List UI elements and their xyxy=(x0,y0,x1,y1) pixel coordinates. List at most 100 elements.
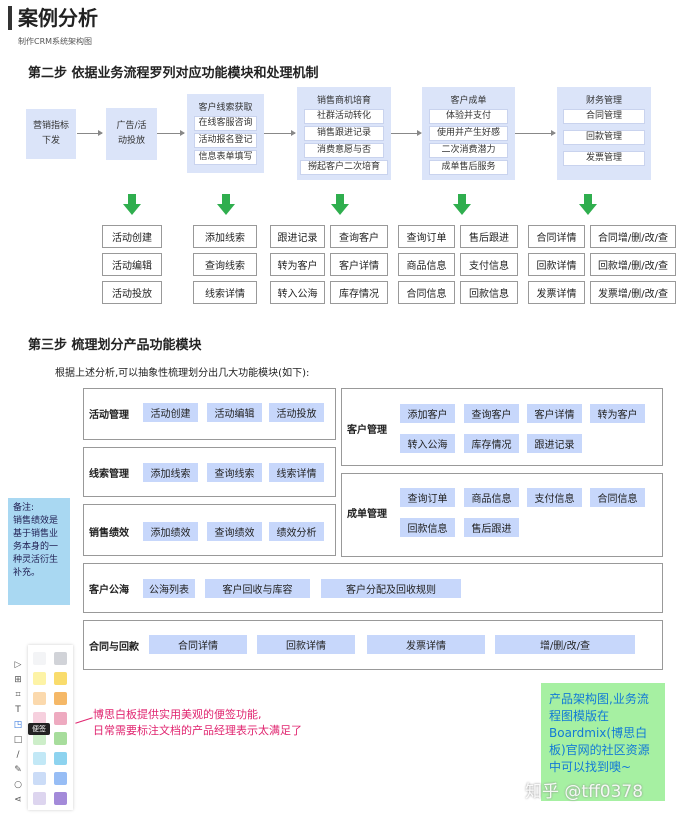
function-button[interactable]: 查询订单 xyxy=(398,225,455,248)
sticky-note[interactable]: 备注: 销售绩效是基于销售业务本身的一种灵活衍生补充。 xyxy=(8,498,70,605)
crop-icon[interactable]: ⌗ xyxy=(15,690,21,700)
color-swatch[interactable] xyxy=(54,732,67,745)
module-chip[interactable]: 转为客户 xyxy=(590,404,645,423)
color-swatch[interactable] xyxy=(33,772,46,785)
down-arrow-icon xyxy=(123,194,141,215)
page-title: 案例分析 xyxy=(8,6,98,30)
module-chip[interactable]: 添加客户 xyxy=(400,404,455,423)
color-swatch[interactable] xyxy=(33,752,46,765)
module-chip[interactable]: 增/删/改/查 xyxy=(495,635,635,654)
module-chip[interactable]: 客户详情 xyxy=(527,404,582,423)
green-note[interactable]: 产品架构图,业务流程图模版在Boardmix(博思白板)官网的社区资源中可以找到… xyxy=(541,683,665,801)
annotation-text: 博思白板提供实用美观的便签功能, 日常需要标注文档的产品经理表示太满足了 xyxy=(93,707,302,739)
module-chip[interactable]: 客户分配及回收规则 xyxy=(321,579,461,598)
module-chip[interactable]: 合同信息 xyxy=(590,488,645,507)
function-button[interactable]: 库存情况 xyxy=(330,281,388,304)
module-chip[interactable]: 转入公海 xyxy=(400,434,455,453)
function-button[interactable]: 合同详情 xyxy=(528,225,585,248)
color-swatch[interactable] xyxy=(54,652,67,665)
module-chip[interactable]: 商品信息 xyxy=(464,488,519,507)
color-swatch[interactable] xyxy=(33,732,46,745)
share-icon[interactable]: ⋖ xyxy=(14,795,22,805)
function-button[interactable]: 查询线索 xyxy=(193,253,257,276)
function-button[interactable]: 售后跟进 xyxy=(460,225,518,248)
color-swatch[interactable] xyxy=(33,672,46,685)
module-chip[interactable]: 绩效分析 xyxy=(269,522,324,541)
function-button[interactable]: 合同信息 xyxy=(398,281,455,304)
color-swatch[interactable] xyxy=(33,792,46,805)
function-button[interactable]: 查询客户 xyxy=(330,225,388,248)
function-button[interactable]: 发票增/删/改/查 xyxy=(590,281,676,304)
module-chip[interactable]: 跟进记录 xyxy=(527,434,582,453)
color-swatch[interactable] xyxy=(54,752,67,765)
function-button[interactable]: 添加线索 xyxy=(193,225,257,248)
function-button[interactable]: 活动编辑 xyxy=(102,253,162,276)
function-button[interactable]: 发票详情 xyxy=(528,281,585,304)
function-button[interactable]: 转入公海 xyxy=(270,281,325,304)
select-icon[interactable]: ▷ xyxy=(14,660,22,670)
module-chip[interactable]: 线索详情 xyxy=(269,463,324,482)
function-button[interactable]: 客户详情 xyxy=(330,253,388,276)
watermark: 知乎 @tff0378 xyxy=(525,782,644,802)
flow-ad: 广告/活动投放 xyxy=(106,108,157,160)
function-button[interactable]: 回款详情 xyxy=(528,253,585,276)
text-icon[interactable]: T xyxy=(15,705,21,715)
line-icon[interactable]: / xyxy=(16,750,20,760)
flow-item: 活动报名登记 xyxy=(194,133,257,148)
color-swatch[interactable] xyxy=(54,792,67,805)
color-swatch[interactable] xyxy=(33,692,46,705)
module-chip[interactable]: 活动编辑 xyxy=(207,403,262,422)
flow-item: 成单售后服务 xyxy=(429,160,508,175)
function-button[interactable]: 合同增/删/改/查 xyxy=(590,225,676,248)
module-chip[interactable]: 支付信息 xyxy=(527,488,582,507)
flow-marketing: 营销指标下发 xyxy=(26,109,76,159)
down-arrow-icon xyxy=(331,194,349,215)
module-chip[interactable]: 合同详情 xyxy=(149,635,247,654)
down-arrow-icon xyxy=(453,194,471,215)
function-button[interactable]: 转为客户 xyxy=(270,253,325,276)
flow-item: 回款管理 xyxy=(563,130,645,145)
flow-item: 社群活动转化 xyxy=(304,109,384,124)
module-chip[interactable]: 库存情况 xyxy=(464,434,519,453)
function-button[interactable]: 线索详情 xyxy=(193,281,257,304)
module-chip[interactable]: 活动创建 xyxy=(143,403,198,422)
color-swatch[interactable] xyxy=(33,712,46,725)
pen-icon[interactable]: ✎ xyxy=(14,765,22,775)
function-button[interactable]: 活动创建 xyxy=(102,225,162,248)
rect-icon[interactable]: □ xyxy=(13,735,23,745)
module-chip[interactable]: 活动投放 xyxy=(269,403,324,422)
module-chip[interactable]: 添加绩效 xyxy=(143,522,198,541)
color-swatch[interactable] xyxy=(54,672,67,685)
function-button[interactable]: 商品信息 xyxy=(398,253,455,276)
module-chip[interactable]: 客户回收与库容 xyxy=(205,579,310,598)
module-chip[interactable]: 公海列表 xyxy=(143,579,195,598)
flow-deal: 客户成单 体验并支付 使用并产生好感 二次消费潜力 成单售后服务 xyxy=(422,87,515,180)
color-swatch[interactable] xyxy=(54,692,67,705)
module-chip[interactable]: 回款信息 xyxy=(400,518,455,537)
module-chip[interactable]: 回款详情 xyxy=(257,635,355,654)
function-button[interactable]: 回款增/删/改/查 xyxy=(590,253,676,276)
module-chip[interactable]: 查询客户 xyxy=(464,404,519,423)
color-swatch[interactable] xyxy=(54,772,67,785)
circle-icon[interactable]: ○ xyxy=(14,780,22,790)
function-button[interactable]: 回款信息 xyxy=(460,281,518,304)
flow-title: 销售商机培育 xyxy=(316,96,371,106)
flow-item: 撈起客户二次培育 xyxy=(300,160,388,175)
flow-item: 二次消费潜力 xyxy=(429,143,508,158)
function-button[interactable]: 跟进记录 xyxy=(270,225,325,248)
module-chip[interactable]: 查询订单 xyxy=(400,488,455,507)
sticky-icon[interactable]: ◳ xyxy=(13,720,23,730)
module-chip[interactable]: 发票详情 xyxy=(367,635,485,654)
module-chip[interactable]: 售后跟进 xyxy=(464,518,519,537)
flow-item: 合同管理 xyxy=(563,109,645,124)
function-button[interactable]: 支付信息 xyxy=(460,253,518,276)
color-swatch[interactable] xyxy=(54,712,67,725)
frame-icon[interactable]: ⊞ xyxy=(14,675,22,685)
module-chip[interactable]: 添加线索 xyxy=(143,463,198,482)
function-button[interactable]: 活动投放 xyxy=(102,281,162,304)
flow-item: 在线客服咨询 xyxy=(194,116,257,131)
module-chip[interactable]: 查询线索 xyxy=(207,463,262,482)
flow-arrow xyxy=(264,130,296,136)
color-swatch[interactable] xyxy=(33,652,46,665)
module-chip[interactable]: 查询绩效 xyxy=(207,522,262,541)
